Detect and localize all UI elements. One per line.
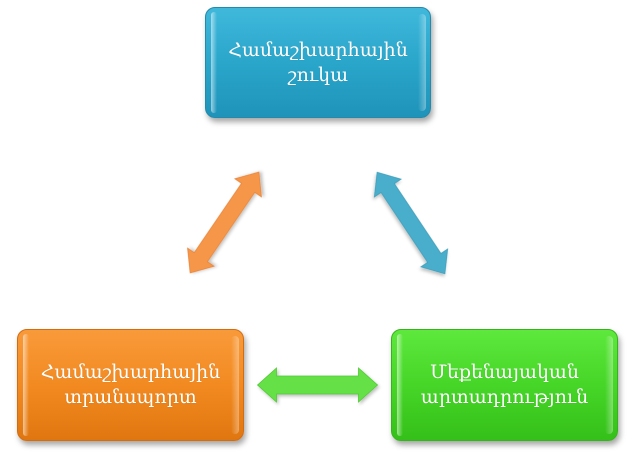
- double-arrow-left-top: [187, 171, 262, 274]
- node-label-line2: շուկա: [287, 63, 349, 86]
- double-arrow-top-right: [373, 171, 449, 275]
- node-label-line2: տրանսպորտ: [64, 386, 197, 408]
- double-arrow-left-right: [256, 367, 379, 403]
- node-label: Համաշխարհային շուկա: [228, 38, 408, 88]
- node-label-line1: Համաշխարհային: [40, 361, 221, 383]
- node-global-market: Համաշխարհային շուկա: [205, 7, 431, 118]
- node-machine-production: Մեքենայական արտադրություն: [391, 329, 618, 441]
- node-label-line2: արտադրություն: [420, 386, 589, 408]
- node-label-line1: Մեքենայական: [429, 361, 580, 383]
- node-label-line1: Համաշխարհային: [228, 38, 408, 61]
- node-label: Մեքենայական արտադրություն: [421, 360, 588, 410]
- node-label: Համաշխարհային տրանսպորտ: [41, 360, 221, 410]
- node-global-transport: Համաշխարհային տրանսպորտ: [17, 329, 244, 441]
